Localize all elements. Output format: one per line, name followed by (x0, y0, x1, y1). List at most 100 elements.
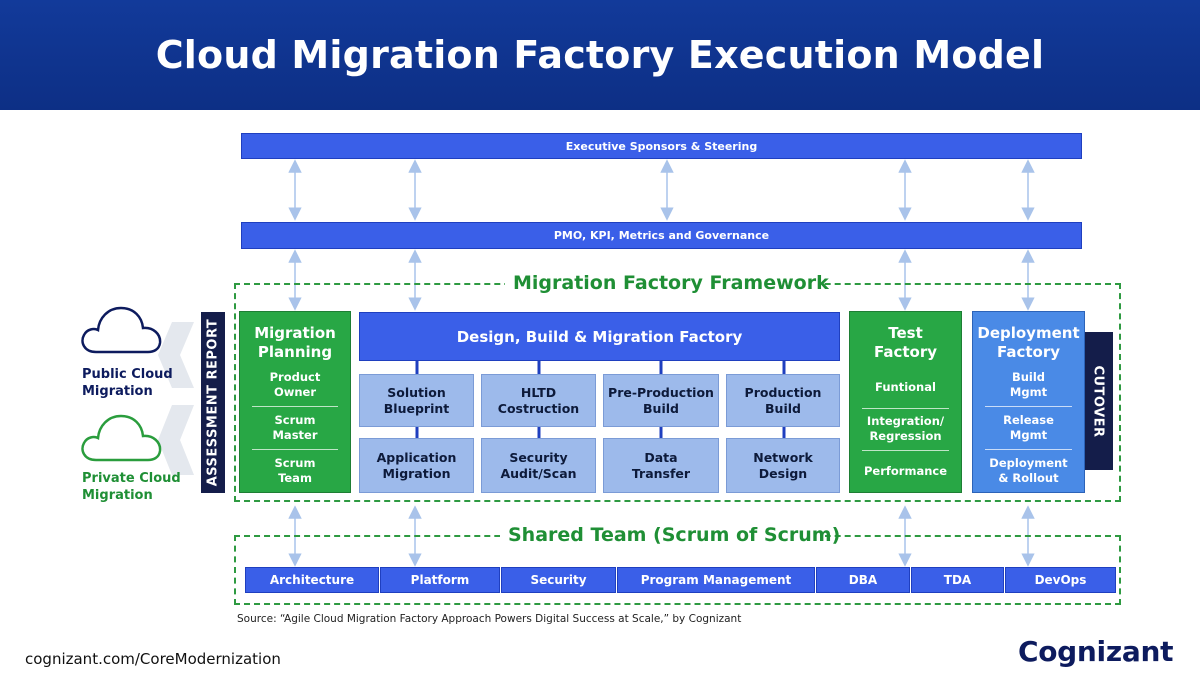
cell-line: Pre-Production (608, 384, 714, 400)
cell-line: Solution (387, 384, 446, 400)
cell-line: HLTD (520, 384, 557, 400)
design-factory-header: Design, Build & Migration Factory (359, 312, 840, 361)
cutover-label: CUTOVER (1083, 332, 1113, 470)
cell-line: Transfer (631, 465, 691, 481)
scrum-master-line1: Scrum (274, 413, 316, 427)
cell-line: Costruction (497, 400, 580, 416)
cell-line: Design (758, 465, 808, 481)
footer-url[interactable]: cognizant.com/CoreModernization (25, 650, 281, 668)
private-cloud-label: Private Cloud Migration (82, 470, 181, 504)
team-platform: Platform (380, 567, 500, 593)
deployment-factory-box: Deployment Factory Build Mgmt Release Mg… (972, 311, 1085, 493)
cell-line: Build (643, 400, 679, 416)
release-mgmt-item: Release Mgmt (973, 413, 1084, 443)
deployment-rollout-line2: & Rollout (998, 471, 1059, 485)
cell-line: Blueprint (383, 400, 450, 416)
deployment-rollout-line1: Deployment (989, 456, 1068, 470)
separator (862, 450, 949, 451)
scrum-master-item: Scrum Master (240, 413, 350, 443)
separator (862, 408, 949, 409)
team-architecture: Architecture (245, 567, 379, 593)
public-cloud-line2: Migration (82, 384, 153, 399)
cell-line: Application (376, 449, 457, 465)
scrum-team-line2: Team (278, 471, 312, 485)
scrum-master-line2: Master (272, 428, 318, 442)
test-factory-box: Test Factory Funtional Integration/ Regr… (849, 311, 962, 493)
page-title: Cloud Migration Factory Execution Model (155, 33, 1045, 77)
public-cloud-label: Public Cloud Migration (82, 366, 173, 400)
test-factory-title: Test Factory (850, 324, 961, 362)
functional-line: Funtional (875, 380, 936, 394)
cell-line: Migration (382, 465, 451, 481)
deployment-factory-title: Deployment Factory (973, 324, 1084, 362)
team-devops: DevOps (1005, 567, 1116, 593)
team-security: Security (501, 567, 616, 593)
title-banner: Cloud Migration Factory Execution Model (0, 0, 1200, 110)
team-tda: TDA (911, 567, 1004, 593)
performance-line: Performance (863, 464, 948, 478)
integration-line2: Regression (869, 429, 942, 443)
cell-line: Network (753, 449, 813, 465)
team-label: Platform (410, 573, 470, 587)
product-owner-line2: Owner (273, 385, 317, 399)
functional-item: Funtional (850, 380, 961, 395)
private-cloud-line2: Migration (82, 488, 153, 503)
migration-planning-title-line2: Planning (257, 343, 333, 361)
build-mgmt-line1: Build (1011, 370, 1046, 384)
cell-line: Build (765, 400, 801, 416)
cognizant-logo: Cognizant (1018, 635, 1174, 668)
shared-team-title: Shared Team (Scrum of Scrum) (500, 524, 840, 546)
product-owner-item: Product Owner (240, 370, 350, 400)
assessment-report-text: ASSESSMENT REPORT (205, 318, 221, 487)
source-citation: Source: “Agile Cloud Migration Factory A… (237, 613, 742, 625)
private-cloud-icon (81, 414, 162, 462)
cell-line: Security (509, 449, 568, 465)
separator (985, 449, 1072, 450)
integration-line1: Integration/ (866, 414, 945, 428)
test-factory-title-line2: Factory (873, 343, 938, 361)
team-dba: DBA (816, 567, 910, 593)
build-mgmt-line2: Mgmt (1009, 385, 1048, 399)
deployment-rollout-item: Deployment & Rollout (973, 456, 1084, 486)
pmo-bar: PMO, KPI, Metrics and Governance (241, 222, 1082, 249)
deployment-factory-title-line2: Factory (996, 343, 1061, 361)
private-cloud-line1: Private Cloud (82, 471, 181, 486)
separator (252, 406, 338, 407)
executive-sponsors-label: Executive Sponsors & Steering (565, 139, 758, 153)
team-label: TDA (943, 573, 972, 587)
team-label: DevOps (1034, 573, 1087, 587)
team-label: Program Management (640, 573, 792, 587)
cutover-text: CUTOVER (1090, 364, 1106, 438)
scrum-team-line1: Scrum (274, 456, 316, 470)
team-program-management: Program Management (617, 567, 815, 593)
public-cloud-line1: Public Cloud (82, 367, 173, 382)
separator (252, 449, 338, 450)
migration-planning-title: Migration Planning (240, 324, 350, 362)
release-mgmt-line1: Release (1003, 413, 1054, 427)
deployment-factory-title-line1: Deployment (977, 324, 1080, 342)
team-label: Architecture (269, 573, 355, 587)
separator (985, 406, 1072, 407)
build-mgmt-item: Build Mgmt (973, 370, 1084, 400)
scrum-team-item: Scrum Team (240, 456, 350, 486)
product-owner-line1: Product (269, 370, 321, 384)
framework-title: Migration Factory Framework (505, 272, 829, 294)
release-mgmt-line2: Mgmt (1009, 428, 1048, 442)
cell-line: Audit/Scan (500, 465, 577, 481)
assessment-report-label: ASSESSMENT REPORT (201, 312, 225, 493)
performance-item: Performance (850, 464, 961, 479)
team-label: DBA (848, 573, 878, 587)
migration-planning-title-line1: Migration (254, 324, 336, 342)
public-cloud-icon (81, 306, 162, 354)
integration-regression-item: Integration/ Regression (850, 414, 961, 444)
cell-line: Data (644, 449, 678, 465)
pmo-label: PMO, KPI, Metrics and Governance (553, 229, 770, 242)
